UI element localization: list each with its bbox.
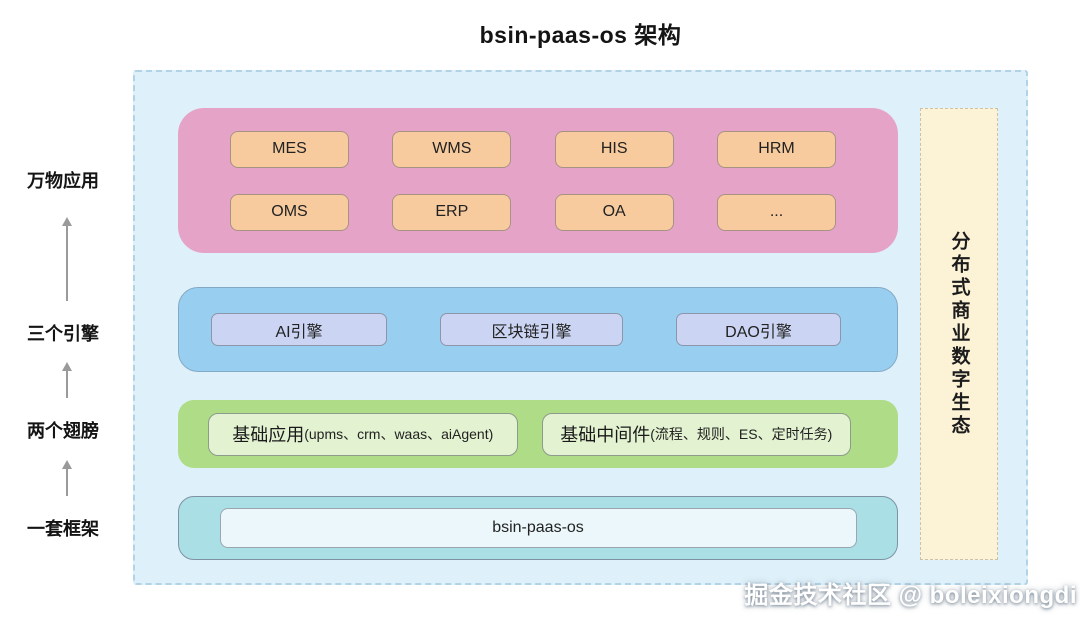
arrow-stem [66,371,68,398]
app-chip-oa: OA [554,193,674,231]
right-banner-ecosystem: 分布式商业数字生态 [920,108,998,560]
framework-chip-bsin-paas-os: bsin-paas-os [219,508,857,548]
apps-row-top: MES WMS HIS HRM [178,130,898,168]
wing-chip-main: 基础应用 [232,425,305,445]
up-arrow-icon [61,460,73,496]
wing-chip-main: 基础中间件 [560,425,651,445]
rail-label-framework: 一套框架 [27,519,99,539]
wing-chip-base-apps: 基础应用(upms、crm、waas、aiAgent) [208,412,518,456]
wing-chip-paren: (流程、规则、ES、定时任务) [650,426,833,442]
arrow-stem [66,469,68,496]
arrow-head [62,460,72,469]
engine-chip-dao: DAO引擎 [676,313,841,346]
arrow-stem [66,226,68,301]
engine-chip-ai: AI引擎 [211,313,387,346]
wings-layer-band: 基础应用(upms、crm、waas、aiAgent) 基础中间件(流程、规则、… [178,400,898,468]
app-chip-mes: MES [230,130,349,168]
app-chip-hrm: HRM [716,130,836,168]
framework-layer-band: bsin-paas-os [178,496,898,560]
rail-label-apps: 万物应用 [27,171,99,191]
rail-label-engines: 三个引擎 [27,324,99,344]
apps-row-bottom: OMS ERP OA ... [178,193,898,231]
rail-label-wings: 两个翅膀 [27,421,99,441]
app-chip-his: HIS [554,130,674,168]
engines-layer-band: AI引擎 区块链引擎 DAO引擎 [178,287,898,372]
engine-chip-blockchain: 区块链引擎 [440,313,623,346]
app-chip-more: ... [716,193,836,231]
watermark-text: 掘金技术社区 @ boleixiongdi [744,582,1077,609]
app-chip-erp: ERP [392,193,512,231]
arrow-head [62,362,72,371]
app-chip-oms: OMS [230,193,349,231]
apps-layer-band: MES WMS HIS HRM OMS ERP OA ... [178,108,898,253]
architecture-canvas: MES WMS HIS HRM OMS ERP OA ... AI引擎 区块链引… [133,70,1028,585]
right-banner-label: 分布式商业数字生态 [948,230,970,438]
wing-chip-middleware: 基础中间件(流程、规则、ES、定时任务) [541,412,851,456]
up-arrow-icon [61,217,73,301]
arrow-head [62,217,72,226]
page-title: bsin-paas-os 架构 [479,22,682,48]
up-arrow-icon [61,362,73,398]
app-chip-wms: WMS [392,130,512,168]
wing-chip-paren: (upms、crm、waas、aiAgent) [304,426,494,442]
